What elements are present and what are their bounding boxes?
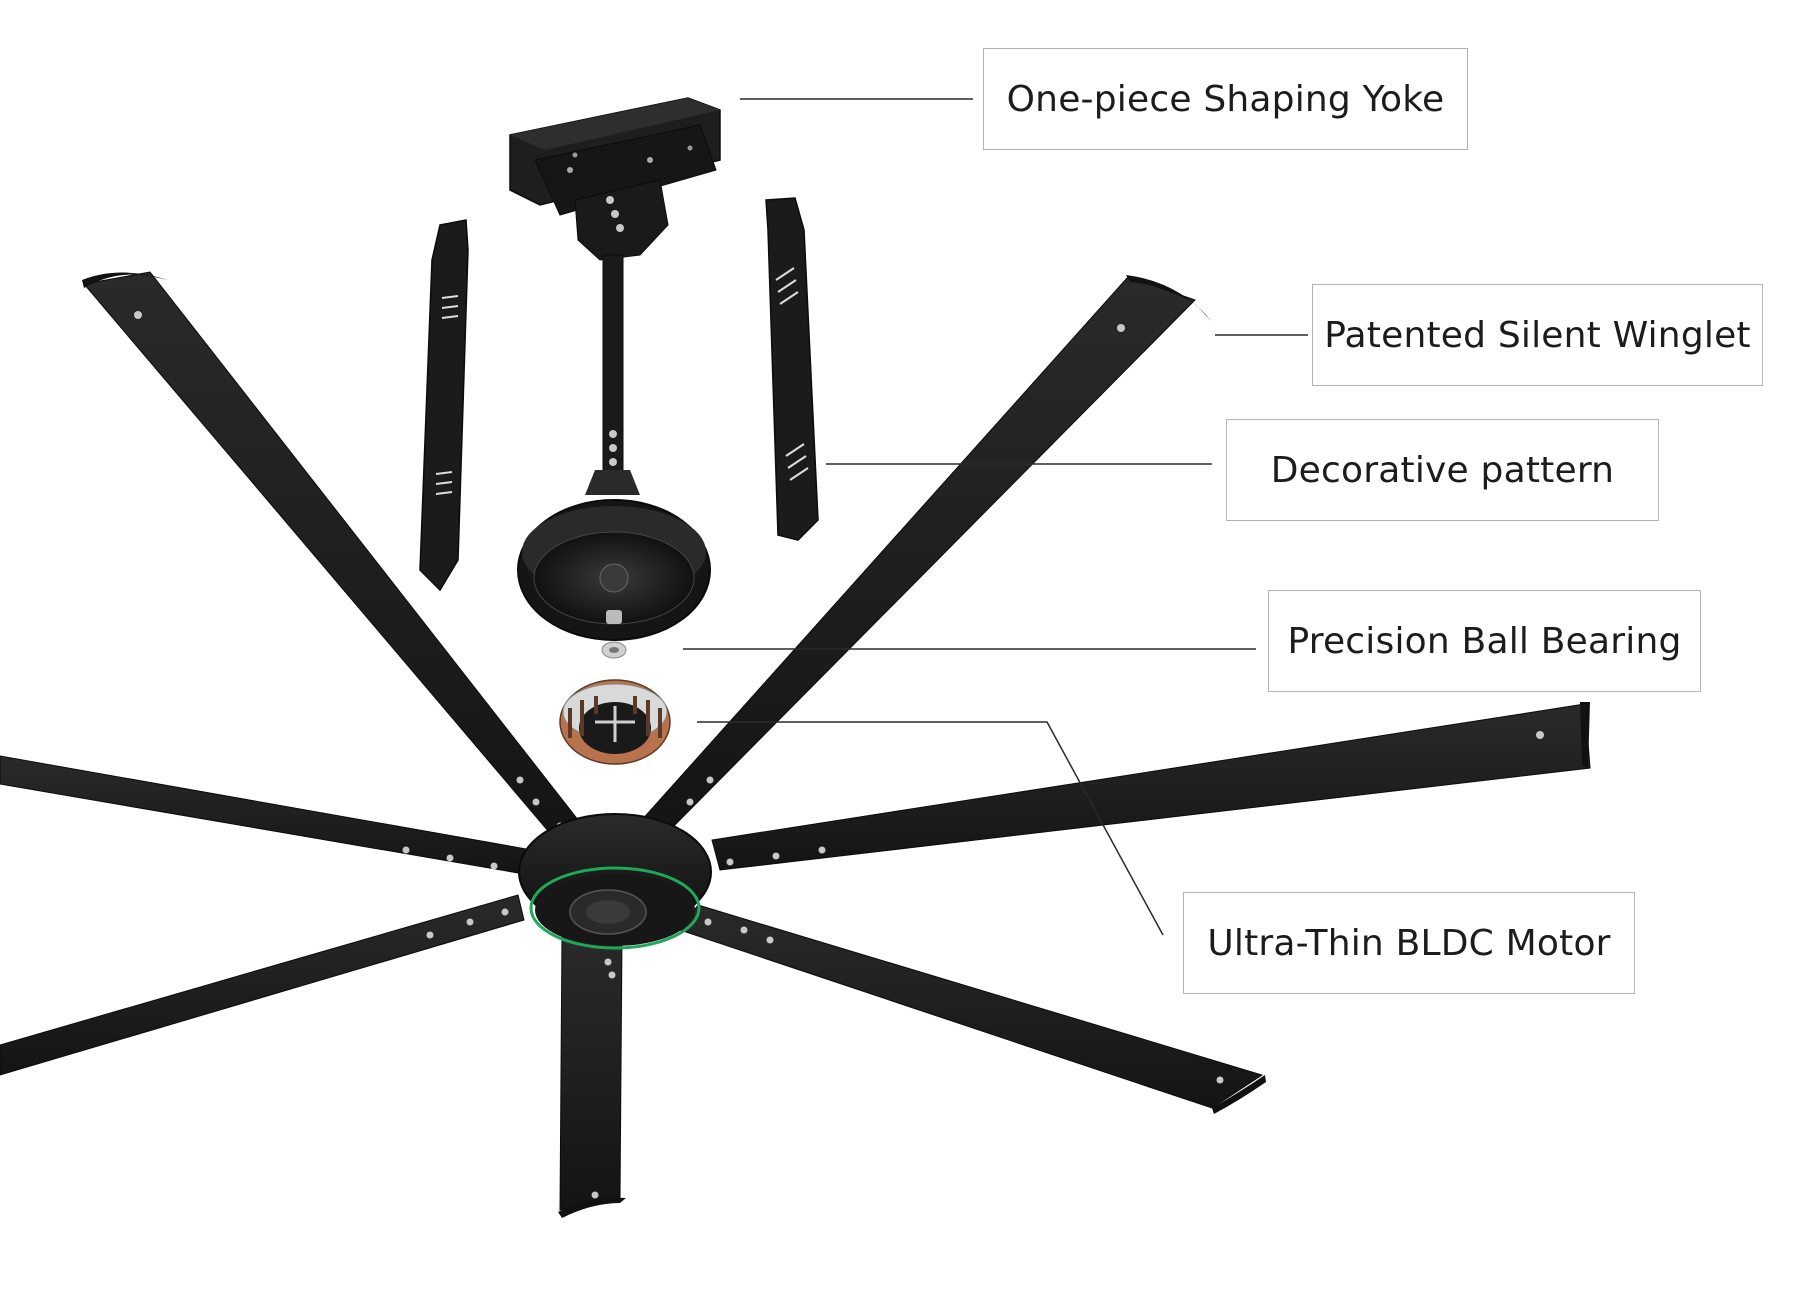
fan-blades bbox=[0, 271, 1591, 1218]
winglet-lower-right bbox=[1212, 1075, 1266, 1114]
decorative-panel-right bbox=[765, 197, 819, 541]
callout-ultra-thin-bldc-motor: Ultra-Thin BLDC Motor bbox=[1183, 892, 1635, 994]
callout-one-piece-shaping-yoke: One-piece Shaping Yoke bbox=[983, 48, 1468, 150]
callout-pattern-label: Decorative pattern bbox=[1270, 449, 1615, 491]
winglet-right bbox=[1580, 702, 1590, 768]
callout-decorative-pattern: Decorative pattern bbox=[1226, 419, 1659, 521]
callout-bearing-label: Precision Ball Bearing bbox=[1287, 620, 1682, 662]
callout-motor-label: Ultra-Thin BLDC Motor bbox=[1207, 922, 1611, 964]
blade-upper-right bbox=[639, 276, 1196, 841]
leader-motor bbox=[697, 721, 1164, 936]
leader-lines bbox=[683, 98, 1308, 936]
sensor-lens-icon bbox=[586, 900, 630, 924]
callout-winglet-label: Patented Silent Winglet bbox=[1324, 314, 1751, 356]
winglet-upper-left bbox=[82, 272, 168, 288]
winglet-upper-right bbox=[1126, 275, 1212, 322]
callout-yoke-label: One-piece Shaping Yoke bbox=[1006, 78, 1445, 120]
blade-right bbox=[711, 703, 1591, 871]
downrod bbox=[585, 254, 640, 495]
hub-assembly bbox=[518, 813, 712, 950]
blade-lower-right bbox=[679, 904, 1264, 1109]
mounting-yoke bbox=[509, 97, 721, 261]
blade-upper-left bbox=[83, 271, 583, 846]
motor-cover bbox=[517, 499, 711, 641]
decorative-panel-left bbox=[419, 219, 469, 592]
winglet-bottom bbox=[558, 1197, 626, 1218]
callout-patented-silent-winglet: Patented Silent Winglet bbox=[1312, 284, 1763, 386]
blade-lower-left bbox=[0, 894, 525, 1076]
callout-precision-ball-bearing: Precision Ball Bearing bbox=[1268, 590, 1701, 692]
ball-bearing bbox=[601, 641, 627, 659]
bldc-stator bbox=[559, 679, 671, 765]
led-ring bbox=[529, 866, 701, 950]
